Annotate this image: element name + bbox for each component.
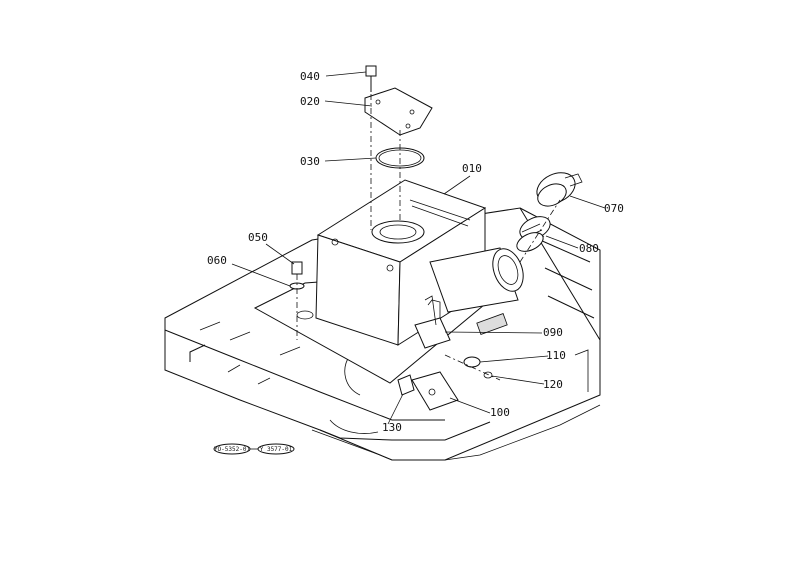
callout-030: 030	[300, 155, 320, 168]
bolt-130	[397, 374, 415, 396]
callout-130: 130	[382, 421, 402, 434]
bolt-040	[365, 65, 377, 92]
callout-020: 020	[300, 95, 320, 108]
callout-120: 120	[543, 378, 563, 391]
callout-090: 090	[543, 326, 563, 339]
elbow-fitting	[463, 356, 481, 368]
leader-lines	[231, 71, 606, 425]
callout-080: 080	[579, 242, 599, 255]
assembly-axis-fitting	[444, 354, 501, 381]
assembly-axis-cap	[519, 199, 561, 263]
callout-050: 050	[248, 231, 268, 244]
ref-code-badge-right: Y 3577-01	[257, 443, 295, 455]
clip-110	[483, 371, 493, 379]
callout-110: 110	[546, 349, 566, 362]
cover-plate	[364, 87, 433, 136]
callout-010: 010	[462, 162, 482, 175]
ref-code-right: Y 3577-01	[260, 446, 293, 453]
callout-040: 040	[300, 70, 320, 83]
callout-060: 060	[207, 254, 227, 267]
fitting-090	[414, 295, 451, 349]
ref-code-left: YO-5352-01	[214, 446, 251, 453]
hydraulic-tank	[315, 179, 524, 346]
strainer-080	[516, 216, 551, 252]
callout-070: 070	[604, 202, 624, 215]
breather-cap-070	[536, 172, 583, 207]
callout-100: 100	[490, 406, 510, 419]
ref-code-badge-left: YO-5352-01	[213, 443, 251, 455]
bracket-100	[411, 371, 459, 411]
